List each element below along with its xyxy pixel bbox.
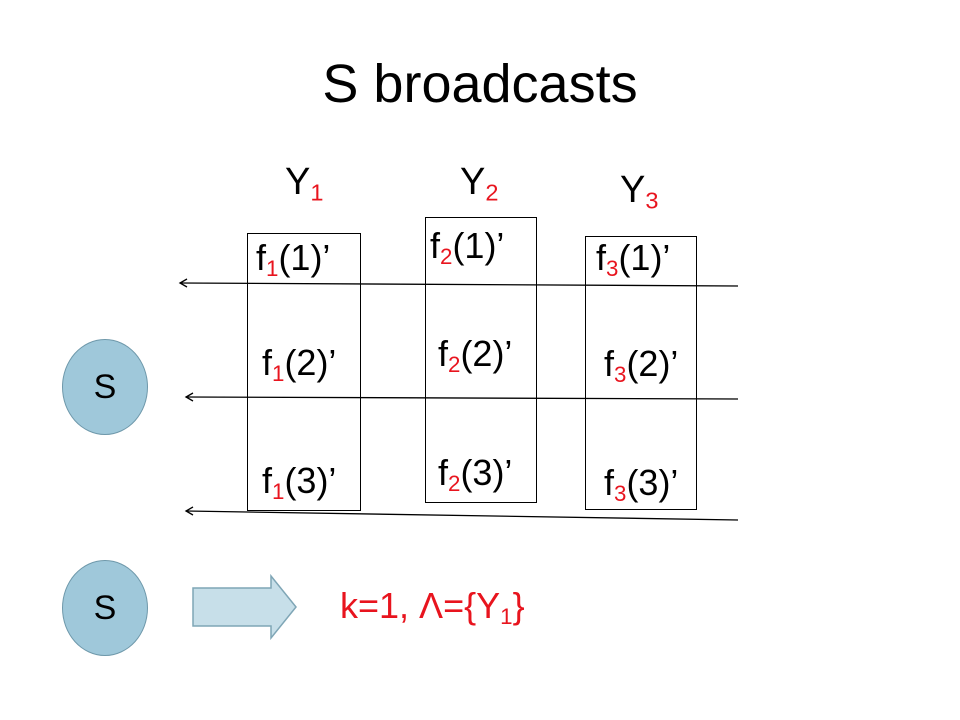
column-header-y1: Y1 [285, 161, 324, 206]
sender-node-bottom-label: S [93, 588, 117, 627]
slide-title: S broadcasts [322, 54, 638, 114]
cell-f2-3: f2(3)’ [438, 452, 513, 497]
broadcast-line-3 [185, 510, 739, 521]
sender-node-top: S [62, 339, 148, 435]
column-box-y1 [247, 233, 361, 511]
column-header-y2: Y2 [460, 161, 499, 206]
cell-f3-2: f3(2)’ [604, 343, 679, 388]
column-box-y2 [425, 217, 537, 503]
sender-node-bottom: S [62, 560, 148, 656]
cell-f2-1: f2(1)’ [430, 225, 505, 270]
broadcast-arrowhead-3 [184, 506, 194, 516]
column-box-y3 [585, 236, 697, 510]
cell-f1-1: f1(1)’ [256, 237, 331, 282]
column-header-y3: Y3 [620, 169, 659, 214]
cell-f3-1: f3(1)’ [596, 237, 671, 282]
cell-f3-3: f3(3)’ [604, 462, 679, 507]
block-arrow-icon [192, 573, 297, 641]
sender-node-top-label: S [93, 367, 117, 406]
cell-f2-2: f2(2)’ [438, 333, 513, 378]
result-text: k=1, Λ={Y1} [340, 585, 525, 630]
broadcast-line-2 [185, 396, 739, 400]
broadcast-line-1 [179, 282, 739, 287]
broadcast-arrowhead-2 [184, 392, 194, 402]
broadcast-arrowhead-1 [178, 278, 188, 288]
cell-f1-2: f1(2)’ [262, 342, 337, 387]
cell-f1-3: f1(3)’ [262, 460, 337, 505]
